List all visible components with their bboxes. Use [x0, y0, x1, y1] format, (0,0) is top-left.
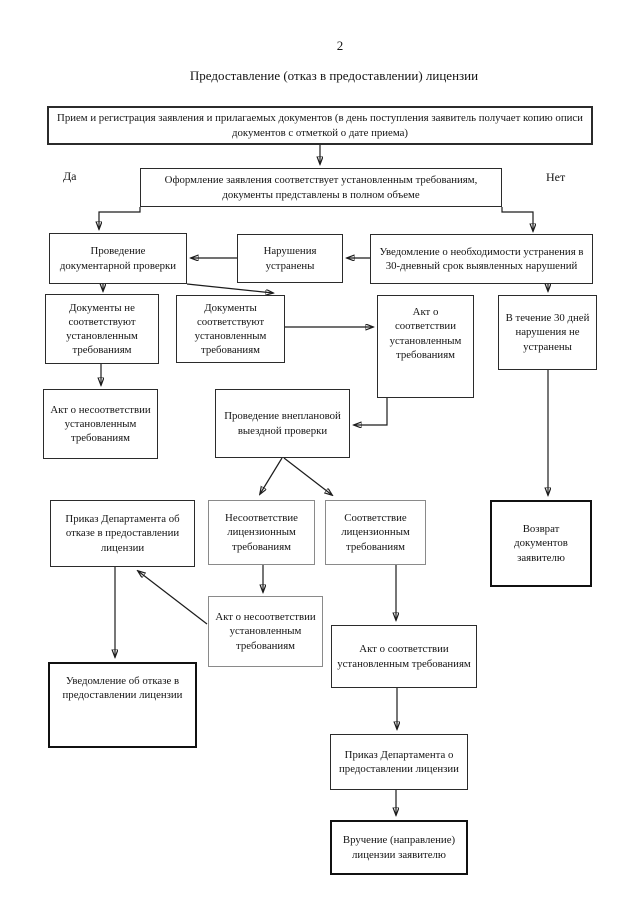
branch-label-no: Нет: [546, 170, 566, 184]
page-title: Предоставление (отказ в предоставлении) …: [189, 68, 479, 83]
flow-node-order-grant: Приказ Департамента о предоставлении лиц…: [330, 734, 468, 790]
flow-node-reception: Прием и регистрация заявления и прилагае…: [47, 106, 593, 145]
flow-node-act-compliance-1: Акт о соответствии установленным требова…: [377, 295, 474, 398]
flow-node-refusal-notice: Уведомление об отказе в предоставлении л…: [48, 662, 197, 748]
flow-node-docs-compliant: Документы соответствуют установленным тр…: [176, 295, 285, 363]
connector-act2-to-order-refusal: [138, 571, 208, 625]
connector-onsite-to-compliance: [283, 457, 332, 495]
connector-act1-to-onsite: [354, 398, 388, 425]
flow-node-violations-fixed: Нарушения устранены: [237, 234, 343, 283]
flow-node-documentary-check: Проведение документарной проверки: [49, 233, 187, 284]
flow-node-docs-noncompliant: Документы не соответствуют установленным…: [45, 294, 159, 364]
page-number: 2: [336, 38, 344, 53]
connector-onsite-to-noncompliance: [260, 457, 283, 494]
flow-node-act-compliance-2: Акт о соответствии установленным требова…: [331, 625, 477, 688]
flow-node-act-noncompliance-1: Акт о несоответствии установленным требо…: [43, 389, 158, 459]
flow-node-return-docs: Возврат документов заявителю: [490, 500, 592, 587]
flow-node-compliance-check: Оформление заявления соответствует устан…: [140, 168, 502, 207]
flow-node-license-noncompliance: Несоответствие лицензионным требованиям: [208, 500, 315, 565]
connector-yes-branch: [99, 207, 141, 229]
flow-node-order-refusal: Приказ Департамента об отказе в предоста…: [50, 500, 195, 567]
flow-node-license-delivery: Вручение (направление) лицензии заявител…: [330, 820, 468, 875]
branch-label-yes: Да: [63, 169, 77, 183]
flow-node-act-noncompliance-2: Акт о несоответствии установленным требо…: [208, 596, 323, 667]
flow-node-onsite-inspection: Проведение внеплановой выездной проверки: [215, 389, 350, 458]
flow-node-license-compliance: Соответствие лицензионным требованиям: [325, 500, 426, 565]
connector-documentary-to-compliant: [186, 283, 273, 293]
flow-node-not-fixed-30days: В течение 30 дней нарушения не устранены: [498, 295, 597, 370]
connector-no-branch: [501, 207, 533, 231]
flow-node-notice-30days: Уведомление о необходимости устранения в…: [370, 234, 593, 284]
